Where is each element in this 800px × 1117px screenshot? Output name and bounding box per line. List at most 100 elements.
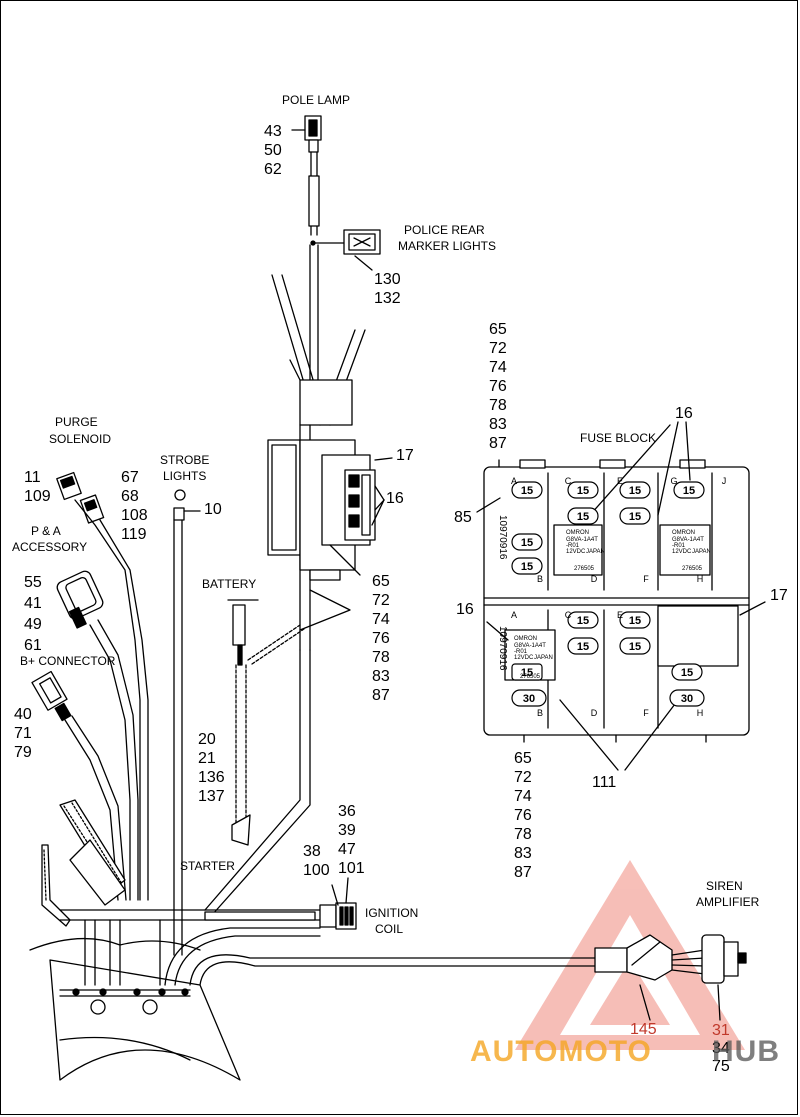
ref-number: 38 xyxy=(303,843,321,860)
relay-origin: JAPAN xyxy=(586,549,605,555)
fuse-value: 15 xyxy=(521,485,533,497)
ref-number: 109 xyxy=(24,488,51,505)
ref-number: 78 xyxy=(489,397,507,414)
ref-number: 11 xyxy=(24,469,41,486)
ref-number: 137 xyxy=(198,788,225,805)
fuse-cells xyxy=(511,481,705,707)
ref-number: 72 xyxy=(372,592,390,609)
fuse-value: 15 xyxy=(577,615,589,627)
relay-model: G8VA-1A4T xyxy=(514,643,546,649)
ref-number: 50 xyxy=(264,142,282,159)
police-rear-label-1: POLICE REAR xyxy=(404,223,485,237)
ref-number: 74 xyxy=(489,359,507,376)
column-letter: E xyxy=(617,476,623,486)
ref-17-upper: 17 xyxy=(396,447,414,464)
fuse-value: 15 xyxy=(577,641,589,653)
ref-number: 41 xyxy=(24,595,42,612)
starter-label: STARTER xyxy=(180,859,235,873)
ref-number: 83 xyxy=(372,668,390,685)
strobe-label-2: LIGHTS xyxy=(163,469,207,483)
relay-brand: OMRON xyxy=(566,530,589,536)
ref-number: 108 xyxy=(121,507,148,524)
pa-refs: 55 41 49 61 xyxy=(24,572,42,656)
ref-number: 62 xyxy=(264,161,282,178)
fuse-bottom-refs: 65 72 74 76 78 83 87 xyxy=(514,749,532,882)
strobe-lead xyxy=(173,489,201,956)
ref-number: 67 xyxy=(121,469,139,486)
police-rear-label-2: MARKER LIGHTS xyxy=(398,239,497,253)
relay-part: 276505 xyxy=(520,674,541,680)
siren-lead xyxy=(189,934,747,1021)
relay-model: G8VA-1A4T xyxy=(566,537,598,543)
relay-brand: OMRON xyxy=(672,530,695,536)
ref-number: 72 xyxy=(514,769,532,786)
ref-number: 136 xyxy=(198,769,225,786)
ref-number: 76 xyxy=(489,378,507,395)
pa-label-1: P & A xyxy=(31,524,61,538)
fuse-value: 15 xyxy=(629,615,641,627)
ref-number: 36 xyxy=(338,803,356,820)
row-letter: H xyxy=(697,708,704,718)
harness-fuse-assembly xyxy=(267,439,393,631)
ref-number: 49 xyxy=(24,616,42,633)
ignition-label-2: COIL xyxy=(375,922,404,936)
fuse-value: 15 xyxy=(521,667,533,679)
purge-solenoid-connector xyxy=(56,471,149,901)
column-letter: A xyxy=(511,476,517,486)
fuse-block-outline xyxy=(476,421,766,771)
fuse-value: 15 xyxy=(521,561,533,573)
center-refs: 65 72 74 76 78 83 87 xyxy=(372,572,390,705)
fuse-value: 15 xyxy=(629,641,641,653)
ref-number: 47 xyxy=(338,841,356,858)
ref-111: 111 xyxy=(592,774,617,791)
ref-number: 100 xyxy=(303,862,330,879)
ref-number: 130 xyxy=(374,271,401,288)
maxi-fuse-value: 30 xyxy=(523,693,535,705)
fuse-block-code: 10970916 xyxy=(497,515,508,560)
maxi-fuse-value: 30 xyxy=(681,693,693,705)
relay-origin: JAPAN xyxy=(534,655,553,661)
relay-voltage: 12VDC xyxy=(514,655,534,661)
ref-number: 76 xyxy=(514,807,532,824)
relay-voltage: 12VDC xyxy=(672,549,692,555)
ref-number: 71 xyxy=(14,725,32,742)
pole-lamp-label: POLE LAMP xyxy=(282,93,351,107)
pole-lamp-connector xyxy=(291,115,322,246)
police-rear-connector xyxy=(312,229,381,271)
relay-voltage: 12VDC xyxy=(566,549,586,555)
pa-accessory-connector xyxy=(56,570,139,901)
battery-label: BATTERY xyxy=(202,577,257,591)
ref-number: 83 xyxy=(514,845,532,862)
siren-refs: 31 34 75 xyxy=(712,1022,730,1076)
fuse-value: 15 xyxy=(577,485,589,497)
fuse-block-label: FUSE BLOCK xyxy=(580,431,657,445)
relay-part: 276505 xyxy=(574,566,595,572)
ref-number: 43 xyxy=(264,123,282,140)
fuse-block-code: 10970916 xyxy=(497,626,508,671)
relay-part: 276505 xyxy=(682,566,703,572)
purge-refs-a: 11 109 xyxy=(24,468,51,506)
ref-number: 75 xyxy=(712,1058,730,1075)
relay-model: -R01 xyxy=(566,543,580,549)
ref-number: 78 xyxy=(514,826,532,843)
ignition-label-1: IGNITION xyxy=(365,906,419,920)
police-rear-refs: 130 132 xyxy=(374,270,401,308)
ref-number: 65 xyxy=(372,573,390,590)
ref-10: 10 xyxy=(204,501,222,518)
siren-label-1: SIREN xyxy=(706,879,743,893)
ref-number: 20 xyxy=(198,731,216,748)
ref-16-fuse-top: 16 xyxy=(675,405,693,422)
ref-number: 74 xyxy=(372,611,390,628)
row-letter: F xyxy=(643,708,649,718)
ref-number: 74 xyxy=(514,788,532,805)
pole-lamp-refs: 43 50 62 xyxy=(264,122,282,179)
battery-refs: 20 21 136 137 xyxy=(198,730,225,806)
siren-label-2: AMPLIFIER xyxy=(696,895,760,909)
ignition-top-refs: 36 39 47 101 xyxy=(338,802,365,878)
fuse-top-refs: 65 72 74 76 78 83 87 xyxy=(489,320,507,453)
ref-number: 65 xyxy=(514,750,532,767)
fuse-value: 15 xyxy=(681,667,693,679)
ref-number: 87 xyxy=(372,687,390,704)
bplus-label: B+ CONNECTOR xyxy=(20,654,116,668)
